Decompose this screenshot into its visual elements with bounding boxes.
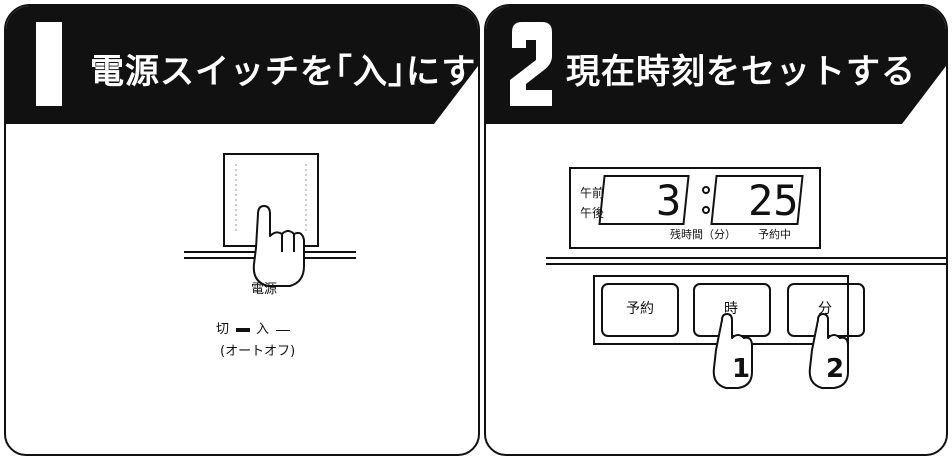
press-minute-hand-icon [808,313,849,389]
step-2-number [510,22,552,106]
remaining-time-label: 残時間（分） [670,228,736,241]
on-label: 入 [256,322,270,337]
power-switch-illustration [184,153,356,287]
clock-display [569,167,821,249]
step-1-number [36,22,62,106]
reserved-label: 予約中 [758,228,791,241]
step-1-header: 電源スイッチを｢入｣にする [6,6,478,124]
pointing-hand-icon [252,205,305,287]
off-indicator [236,328,250,332]
step-2-panel: 現在時刻をセットする 午前 午後 3 25 残時間（分） 予約中 予約 時 分 [484,4,948,456]
hour-digits: 3 [656,176,682,225]
step-2-header: 現在時刻をセットする [486,6,946,124]
pm-label: 午後 [580,206,605,220]
minute-button-label: 分 [818,301,832,317]
auto-off-label: (オートオフ) [220,344,296,359]
am-label: 午前 [580,186,605,200]
step-1-panel: 電源スイッチを｢入｣にする 電源 切 入 (オートオフ) [4,4,480,456]
reserve-button-label: 予約 [626,301,654,317]
clock-display-illustration [546,167,946,389]
power-label: 電源 [251,282,278,297]
press-order-1: 1 [732,354,751,384]
hour-button-label: 時 [724,301,738,317]
step-1-title: 電源スイッチを｢入｣にする [90,52,480,92]
press-order-2: 2 [826,354,845,384]
step-2-title: 現在時刻をセットする [566,52,916,92]
press-hour-hand-icon [712,313,753,389]
on-indicator [276,330,290,331]
minute-digits: 25 [748,176,799,225]
reserve-button [601,283,679,337]
off-label: 切 [216,322,230,337]
